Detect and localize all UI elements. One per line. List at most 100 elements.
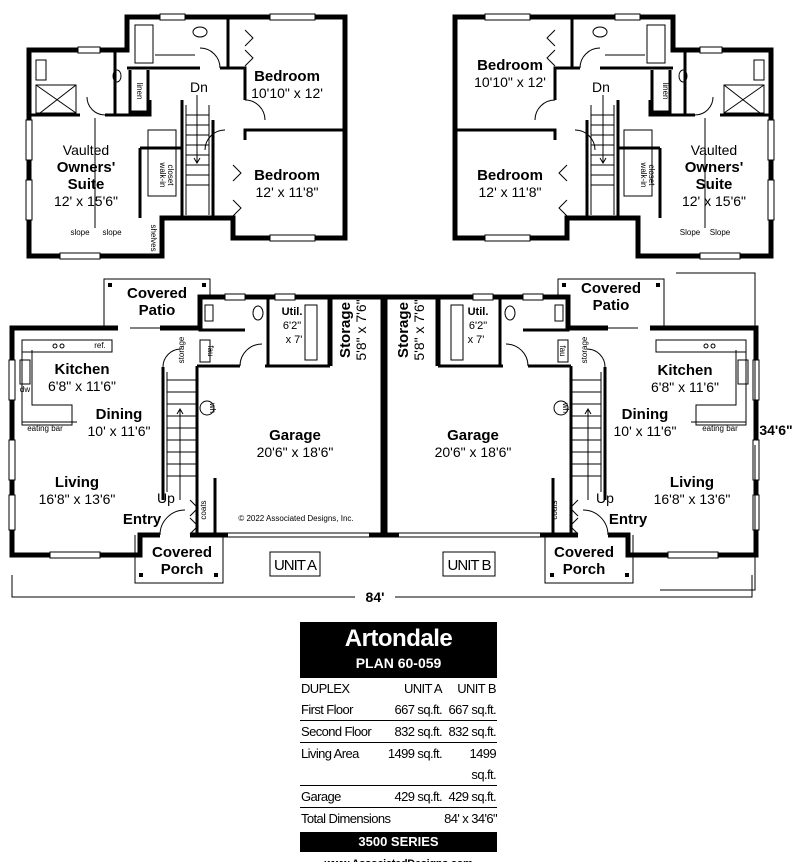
coats-label: coats bbox=[199, 500, 208, 519]
row-label: First Floor bbox=[301, 702, 354, 717]
second-floor-unit-a bbox=[26, 14, 345, 259]
covered-porch-line1: Covered bbox=[152, 544, 212, 561]
entry-label: Entry bbox=[123, 511, 162, 528]
copyright-notice: © 2022 Associated Designs, Inc. bbox=[238, 514, 353, 523]
shelves-label: shelves bbox=[149, 224, 158, 251]
table-row: First Floor 667 sq.ft. 667 sq.ft. bbox=[300, 699, 497, 721]
stair-storage-label-b: storage bbox=[580, 336, 589, 363]
stairs-up-label-b: Up bbox=[596, 490, 614, 506]
dining-size: 10' x 11'6" bbox=[88, 423, 151, 439]
unit-b-label-box bbox=[442, 551, 496, 577]
unit-a-value: 832 sq.ft. bbox=[394, 724, 443, 739]
width-dimension: 84' bbox=[366, 589, 385, 605]
linen-label: linen bbox=[135, 83, 144, 100]
living-name: Living bbox=[55, 474, 99, 491]
header-unit-a: UNIT A bbox=[403, 681, 443, 696]
owners-suite-line3: Suite bbox=[68, 176, 105, 193]
table-header: DUPLEX UNIT A UNIT B bbox=[300, 678, 497, 699]
table-row: Living Area 1499 sq.ft. 1499 sq.ft. bbox=[300, 743, 497, 786]
eating-bar-label-b: eating bar bbox=[702, 424, 738, 433]
storage-size-b: 5'8" x 7'6" bbox=[411, 299, 427, 360]
stairs-down-label: Dn bbox=[190, 79, 208, 95]
total-dimensions-row: Total Dimensions 84' x 34'6" bbox=[300, 808, 498, 829]
bedroom-2-name-b: Bedroom bbox=[477, 167, 543, 184]
util-size1: 6'2" bbox=[283, 320, 301, 332]
plan-name: Artondale bbox=[344, 625, 453, 652]
kitchen-name-b: Kitchen bbox=[657, 362, 712, 379]
kitchen-size-b: 6'8" x 11'6" bbox=[651, 379, 719, 395]
owners-suite-size: 12' x 15'6" bbox=[54, 193, 118, 209]
garage-size: 20'6" x 18'6" bbox=[257, 444, 334, 460]
unit-b-value: 1499 sq.ft. bbox=[469, 746, 496, 782]
header-unit-b: UNIT B bbox=[457, 681, 496, 696]
living-name-b: Living bbox=[670, 474, 714, 491]
kitchen-name: Kitchen bbox=[54, 361, 109, 378]
unit-a-label: UNIT A bbox=[274, 557, 317, 574]
total-value: 84' x 34'6" bbox=[444, 811, 497, 826]
covered-patio-line1: Covered bbox=[127, 285, 187, 302]
row-label: Second Floor bbox=[301, 724, 372, 739]
total-label: Total Dimensions bbox=[301, 811, 391, 826]
slope-left-label-b: Slope bbox=[680, 228, 701, 237]
owners-suite-size-b: 12' x 15'6" bbox=[682, 193, 746, 209]
unit-a-label-box bbox=[269, 551, 321, 577]
garage-name: Garage bbox=[269, 427, 321, 444]
unit-b-value: 667 sq.ft. bbox=[448, 702, 497, 717]
depth-dimension-line bbox=[660, 272, 756, 591]
covered-patio-line2-b: Patio bbox=[593, 297, 630, 314]
kitchen-size: 6'8" x 11'6" bbox=[48, 378, 116, 394]
eating-bar-label: eating bar bbox=[27, 424, 63, 433]
linen-label-b: linen bbox=[661, 83, 670, 100]
entry-label-b: Entry bbox=[609, 511, 648, 528]
row-label: Garage bbox=[301, 789, 341, 804]
util-size2-b: x 7' bbox=[468, 334, 485, 346]
storage-size: 5'8" x 7'6" bbox=[353, 299, 369, 360]
living-size: 16'8" x 13'6" bbox=[39, 491, 116, 507]
table-row: Garage 429 sq.ft. 429 sq.ft. bbox=[300, 786, 497, 808]
row-label: Living Area bbox=[301, 746, 359, 761]
slope-left-label: slope bbox=[70, 228, 90, 237]
bedroom-1-name-b: Bedroom bbox=[477, 57, 543, 74]
header-duplex: DUPLEX bbox=[301, 681, 350, 696]
garage-name-b: Garage bbox=[447, 427, 499, 444]
garage-size-b: 20'6" x 18'6" bbox=[435, 444, 512, 460]
util-size2: x 7' bbox=[286, 334, 303, 346]
bedroom-1-size: 10'10" x 12' bbox=[251, 85, 323, 101]
util-name: Util. bbox=[282, 306, 303, 318]
unit-a-value: 667 sq.ft. bbox=[394, 702, 443, 717]
walk-in-closet-line1: walk-in bbox=[158, 162, 167, 188]
owners-suite-line3-b: Suite bbox=[696, 176, 733, 193]
dishwasher-label: dw bbox=[20, 385, 30, 394]
bedroom-1-name: Bedroom bbox=[254, 68, 320, 85]
covered-porch-line2-b: Porch bbox=[563, 561, 606, 578]
slope-right-label-b: Slope bbox=[710, 228, 731, 237]
table-row: Second Floor 832 sq.ft. 832 sq.ft. bbox=[300, 721, 497, 743]
water-heater-label: wh bbox=[208, 402, 217, 413]
bedroom-2-size: 12' x 11'8" bbox=[256, 184, 319, 200]
slope-right-label: slope bbox=[102, 228, 122, 237]
covered-patio-line1-b: Covered bbox=[581, 280, 641, 297]
unit-a-value: 429 sq.ft. bbox=[394, 789, 443, 804]
covered-porch-line1-b: Covered bbox=[554, 544, 614, 561]
owners-suite-line2: Owners' bbox=[57, 159, 116, 176]
width-dimension-line bbox=[11, 575, 753, 598]
dining-name: Dining bbox=[96, 406, 143, 423]
bedroom-1-size-b: 10'10" x 12' bbox=[474, 74, 546, 90]
stair-storage-label: storage bbox=[177, 336, 186, 363]
dining-name-b: Dining bbox=[622, 406, 669, 423]
plan-number: PLAN 60-059 bbox=[355, 655, 442, 671]
first-floor-unit-a bbox=[9, 279, 383, 583]
unit-b-value: 429 sq.ft. bbox=[448, 789, 497, 804]
unit-b-value: 832 sq.ft. bbox=[448, 724, 497, 739]
bedroom-2-size-b: 12' x 11'8" bbox=[479, 184, 542, 200]
owners-suite-line1-b: Vaulted bbox=[691, 142, 737, 158]
plan-info-table: Artondale PLAN 60-059 DUPLEX UNIT A UNIT… bbox=[300, 622, 498, 862]
owners-suite-line1: Vaulted bbox=[63, 142, 109, 158]
fau-label: fau bbox=[206, 345, 215, 356]
coats-label-b: coats bbox=[550, 500, 559, 519]
walk-in-closet-line2-b: closet bbox=[647, 165, 656, 187]
storage-name: Storage bbox=[337, 302, 354, 358]
